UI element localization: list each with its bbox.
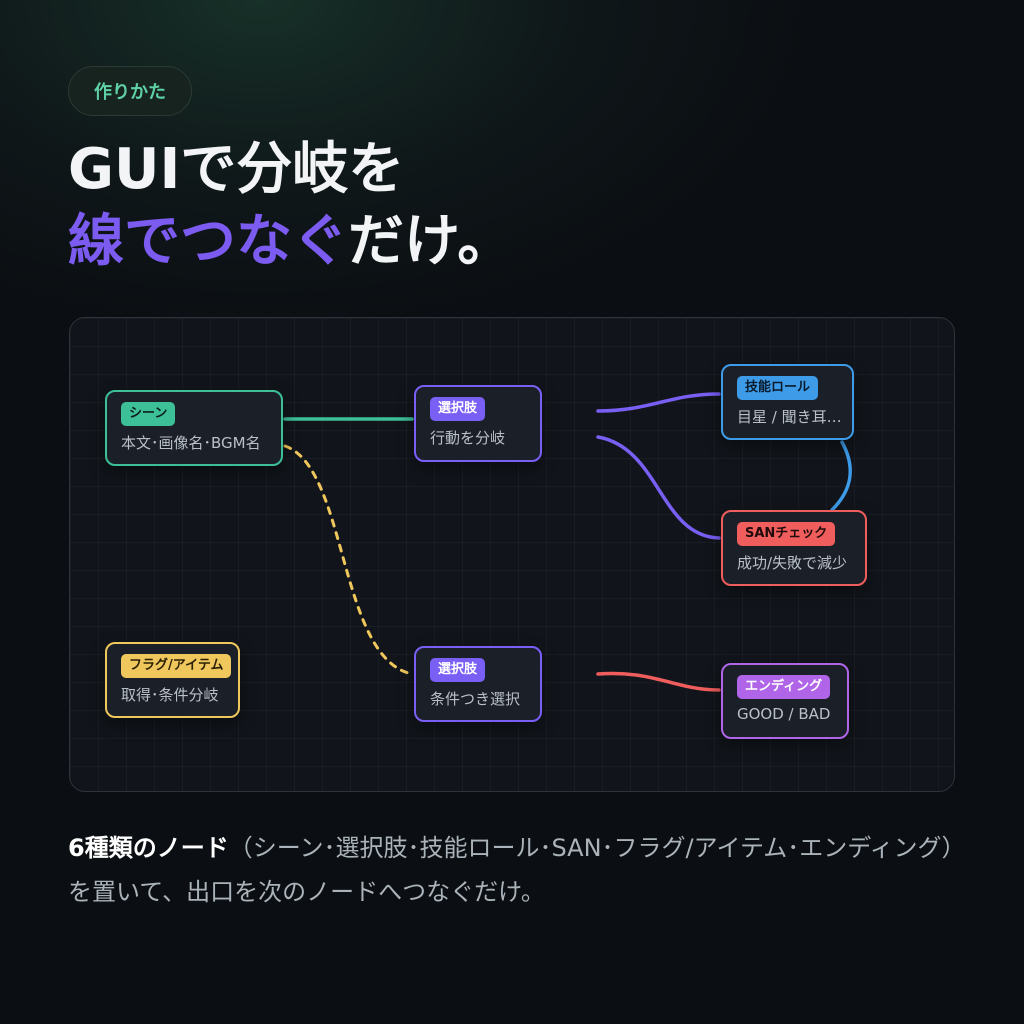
headline-line-2: 線でつなぐだけ。 (68, 214, 513, 286)
node-flag-item[interactable]: フラグ/アイテム 取得･条件分岐 (105, 642, 240, 718)
node-skill-roll-desc: 目星 / 聞き耳… (737, 408, 842, 426)
node-flag-item-badge: フラグ/アイテム (121, 654, 232, 678)
node-choice[interactable]: 選択肢 行動を分岐 (414, 385, 542, 462)
caption-line-2: を置いて、出口を次のノードへつなぐだけ。 (68, 878, 545, 906)
connection-wires (283, 392, 852, 692)
node-scene-badge: シーン (121, 402, 176, 426)
wire-skill-to-san (830, 440, 852, 512)
node-scene[interactable]: シーン 本文･画像名･BGM名 (105, 390, 283, 466)
headline-line-1: GUIで分岐を (68, 137, 405, 202)
caption-lead: 6種類のノード (68, 834, 229, 862)
node-conditional-choice[interactable]: 選択肢 条件つき選択 (414, 646, 542, 722)
headline-rest: だけ。 (348, 209, 514, 274)
headline-accent: 線でつなぐ (68, 209, 348, 274)
section-tag: 作りかた (68, 66, 192, 116)
caption-line-1: 6種類のノード（シーン･選択肢･技能ロール･SAN･フラグ/アイテム･エンディン… (68, 826, 968, 870)
node-skill-roll-badge: 技能ロール (737, 376, 819, 400)
node-ending[interactable]: エンディング GOOD / BAD (721, 663, 849, 739)
node-scene-desc: 本文･画像名･BGM名 (121, 434, 261, 452)
node-ending-desc: GOOD / BAD (737, 705, 831, 723)
node-flag-item-desc: 取得･条件分岐 (121, 686, 219, 704)
node-san-check[interactable]: SANチェック 成功/失敗で減少 (721, 510, 867, 586)
node-skill-roll[interactable]: 技能ロール 目星 / 聞き耳… (721, 364, 854, 440)
node-san-check-badge: SANチェック (737, 522, 836, 546)
wire-choice-to-ending (596, 671, 721, 692)
node-choice-desc: 行動を分岐 (430, 429, 506, 447)
wire-choice-to-san (596, 435, 721, 540)
caption-node-list: （シーン･選択肢･技能ロール･SAN･フラグ/アイテム･エンディング） (228, 834, 966, 862)
node-ending-badge: エンディング (737, 675, 831, 699)
node-editor-canvas[interactable]: シーン 本文･画像名･BGM名 選択肢 行動を分岐 技能ロール 目星 / 聞き耳… (69, 317, 955, 792)
caption: 6種類のノード（シーン･選択肢･技能ロール･SAN･フラグ/アイテム･エンディン… (68, 826, 968, 914)
wire-scene-to-conditional-choice (283, 444, 414, 676)
node-conditional-choice-badge: 選択肢 (430, 658, 486, 682)
wire-choice-to-skill (596, 392, 721, 413)
node-choice-badge: 選択肢 (430, 397, 486, 421)
node-san-check-desc: 成功/失敗で減少 (737, 554, 848, 572)
node-conditional-choice-desc: 条件つき選択 (430, 690, 521, 708)
headline: GUIで分岐を 線でつなぐだけ。 (68, 142, 513, 286)
